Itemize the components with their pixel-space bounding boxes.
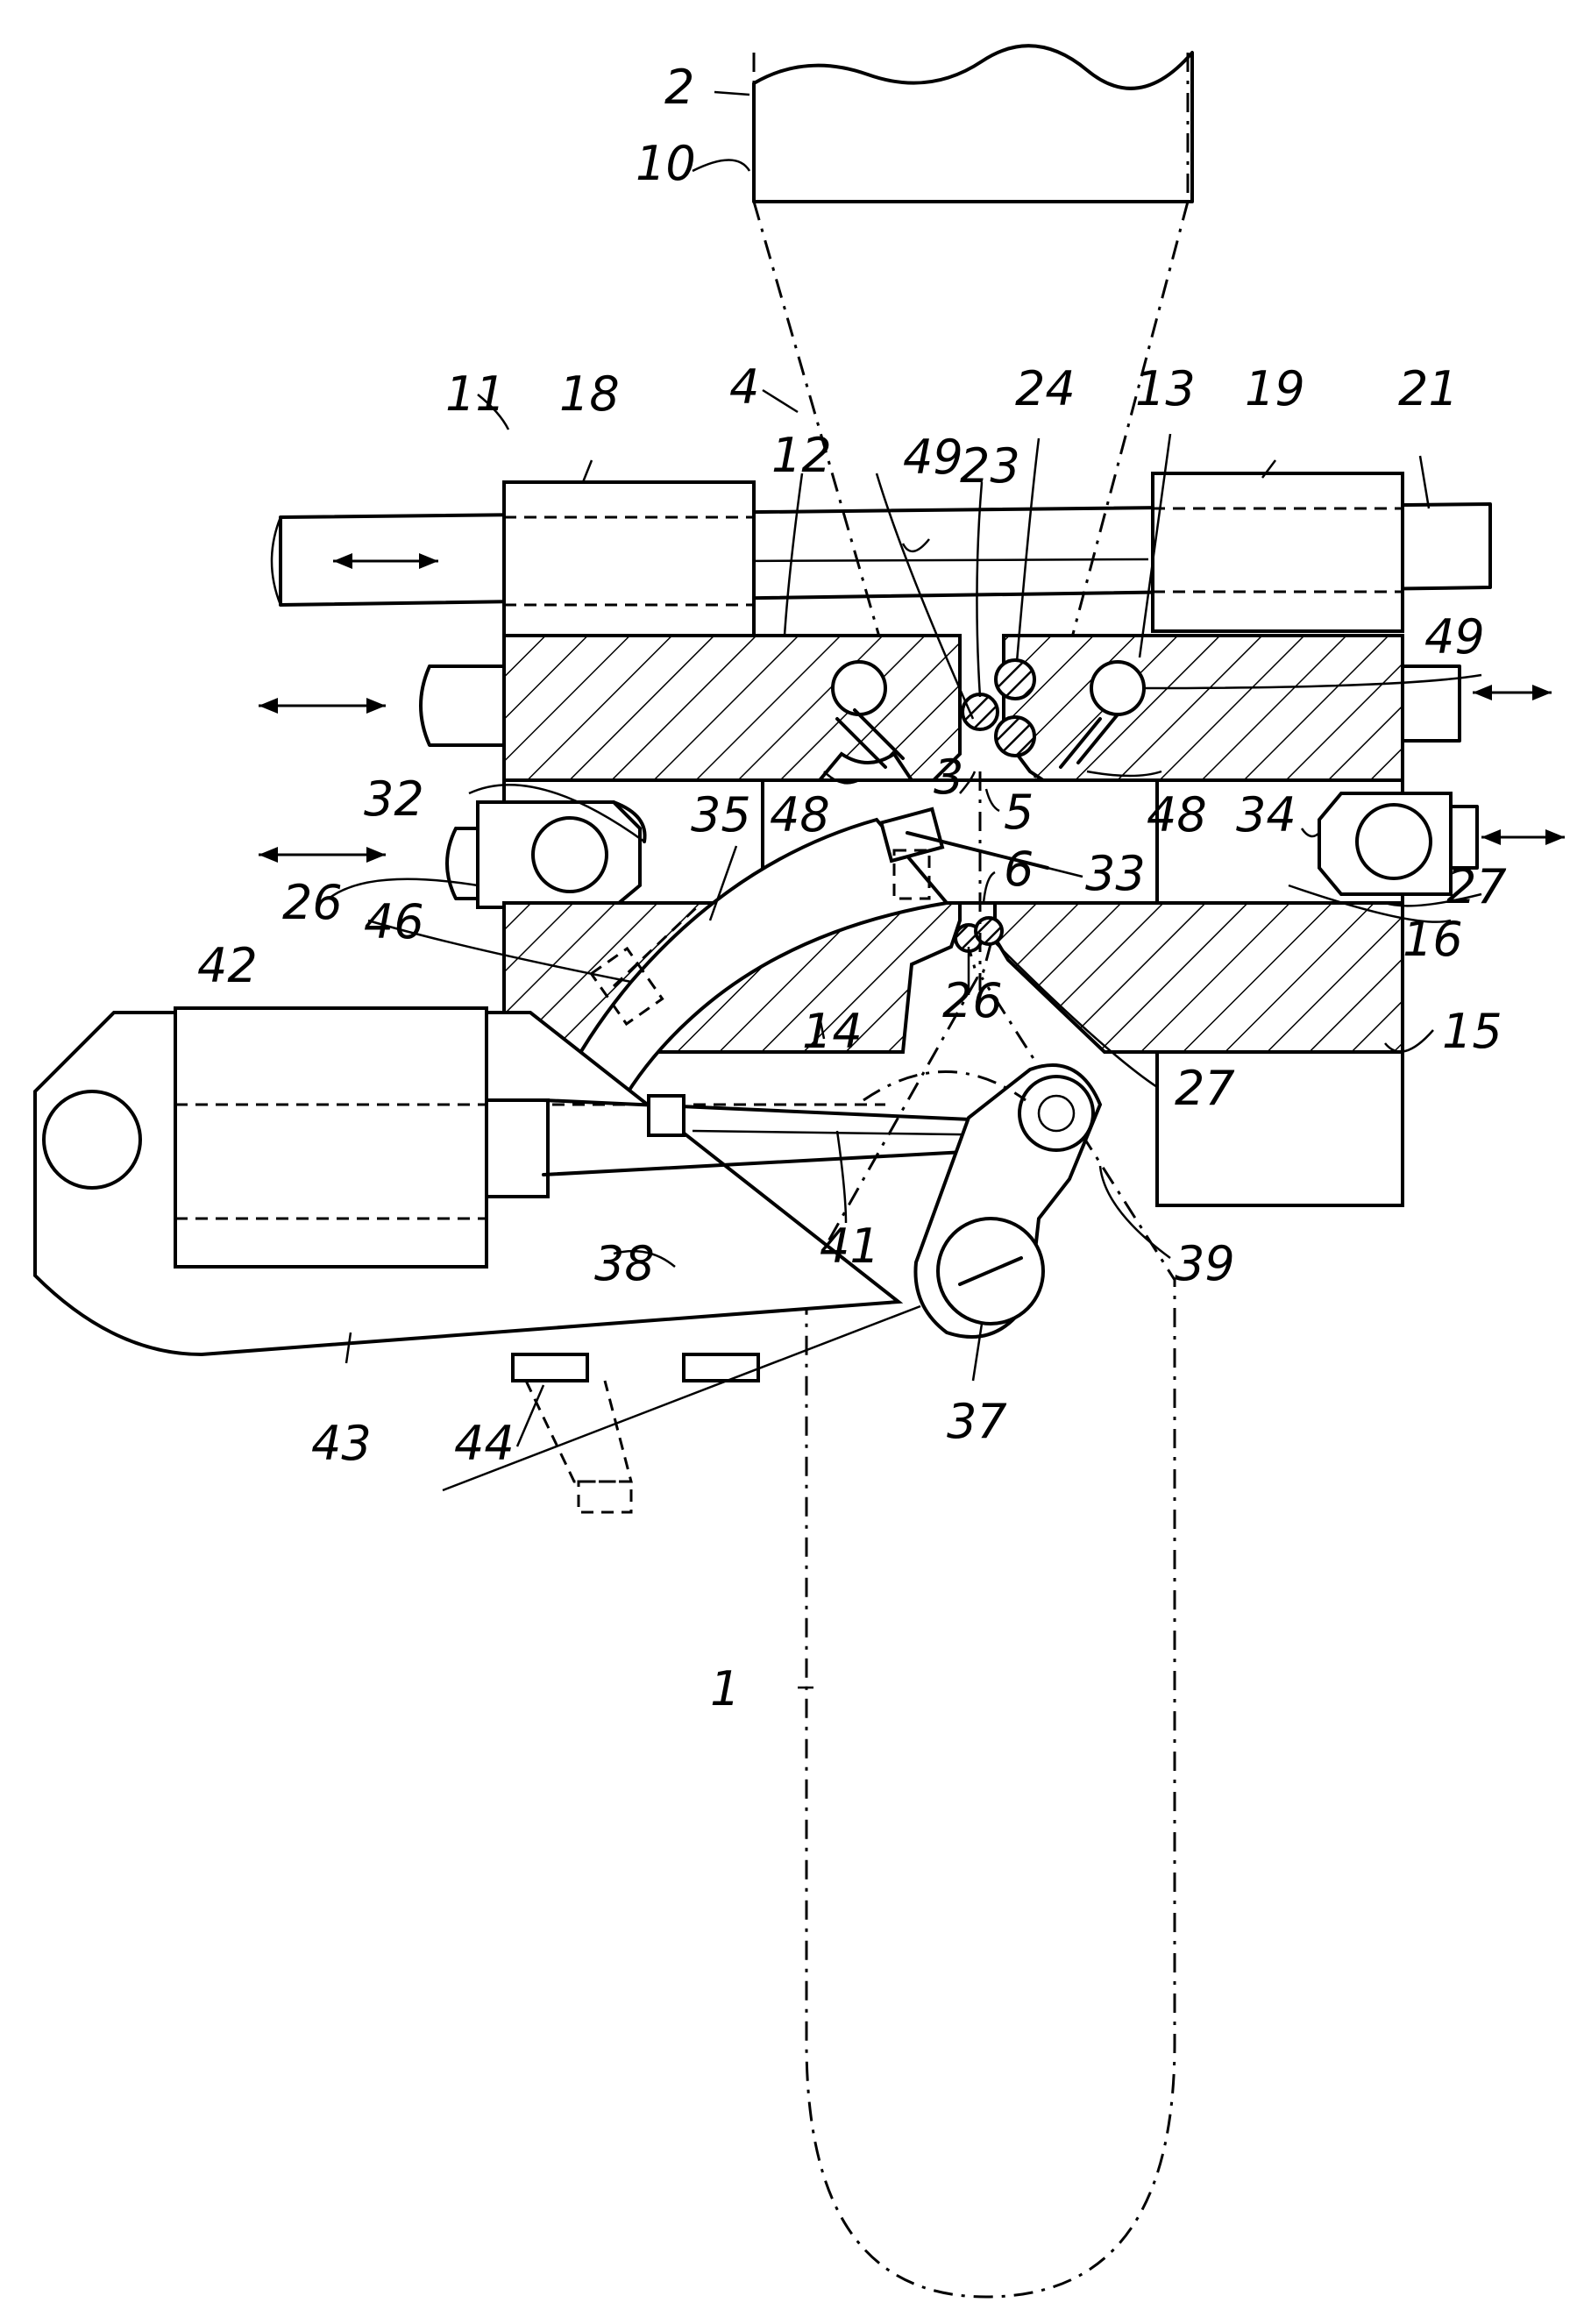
ref-44: 44 [454, 1416, 515, 1471]
arrow-right-jaw [1473, 685, 1552, 700]
ref-13: 13 [1135, 361, 1196, 416]
ref-36: 35 [691, 787, 751, 842]
ref-38: 38 [594, 1236, 655, 1291]
ref-14: 14 [802, 1004, 863, 1059]
arrow-right-clamp [1481, 829, 1565, 845]
ref-26: 26 [942, 973, 1003, 1028]
ref-3: 3 [934, 750, 963, 805]
ref-46: 46 [364, 894, 424, 949]
clamp-32 [1319, 793, 1451, 894]
ref-32: 27 [1446, 859, 1507, 914]
seal-bead-center [996, 717, 1034, 756]
ref-5: 5 [1004, 785, 1034, 840]
cylinder-42 [175, 1008, 487, 1267]
ref-11: 11 [445, 366, 506, 422]
ref-35: 33 [1085, 846, 1146, 901]
seal-bead-24 [996, 660, 1034, 699]
jaw-12 [504, 636, 960, 785]
ref-48-left: 48 [770, 787, 830, 842]
ref-49-right: 49 [1424, 609, 1485, 665]
film-tube-top [754, 46, 1192, 202]
carriage-18 [504, 482, 754, 636]
carriage-19 [1153, 473, 1403, 631]
ref-4: 4 [729, 359, 759, 415]
seal-bead-23 [963, 694, 998, 729]
arrow-top-rod [333, 553, 438, 569]
arrow-left-jaw [259, 698, 386, 714]
arrow-left-clamp [259, 847, 386, 863]
clamp-31 [478, 802, 645, 907]
ref-33: 32 [364, 771, 424, 827]
jaw-16 [995, 903, 1403, 1052]
ref-24: 24 [1015, 361, 1076, 416]
jaw-13 [1004, 636, 1403, 780]
ref-31: 26 [282, 875, 343, 930]
ref-12: 12 [771, 428, 832, 483]
ref-23: 23 [960, 438, 1020, 494]
ball-49-left [833, 662, 885, 714]
ref-18: 18 [559, 366, 620, 422]
ball-49-right [1091, 662, 1144, 714]
ref-39: 39 [1175, 1236, 1235, 1291]
ref-10: 10 [636, 136, 696, 191]
ref-1: 1 [710, 1661, 740, 1716]
ref-49-top: 49 [903, 430, 963, 485]
ref-42: 42 [197, 938, 258, 993]
ref-16: 16 [1403, 912, 1463, 967]
ref-34: 34 [1236, 787, 1296, 842]
ref-27: 27 [1175, 1061, 1235, 1116]
ref-2: 2 [664, 60, 694, 115]
ref-37: 37 [947, 1394, 1007, 1449]
ref-6: 6 [1004, 842, 1034, 897]
ref-48-right: 48 [1147, 787, 1207, 842]
bolt-44b [684, 1354, 758, 1381]
ref-15: 15 [1442, 1004, 1502, 1059]
ref-41: 41 [820, 1219, 880, 1274]
bolt-44a [513, 1354, 587, 1381]
piston-rod [487, 1100, 548, 1197]
ref-21: 21 [1398, 361, 1459, 416]
ref-19: 19 [1245, 361, 1305, 416]
ref-43: 43 [311, 1416, 372, 1471]
